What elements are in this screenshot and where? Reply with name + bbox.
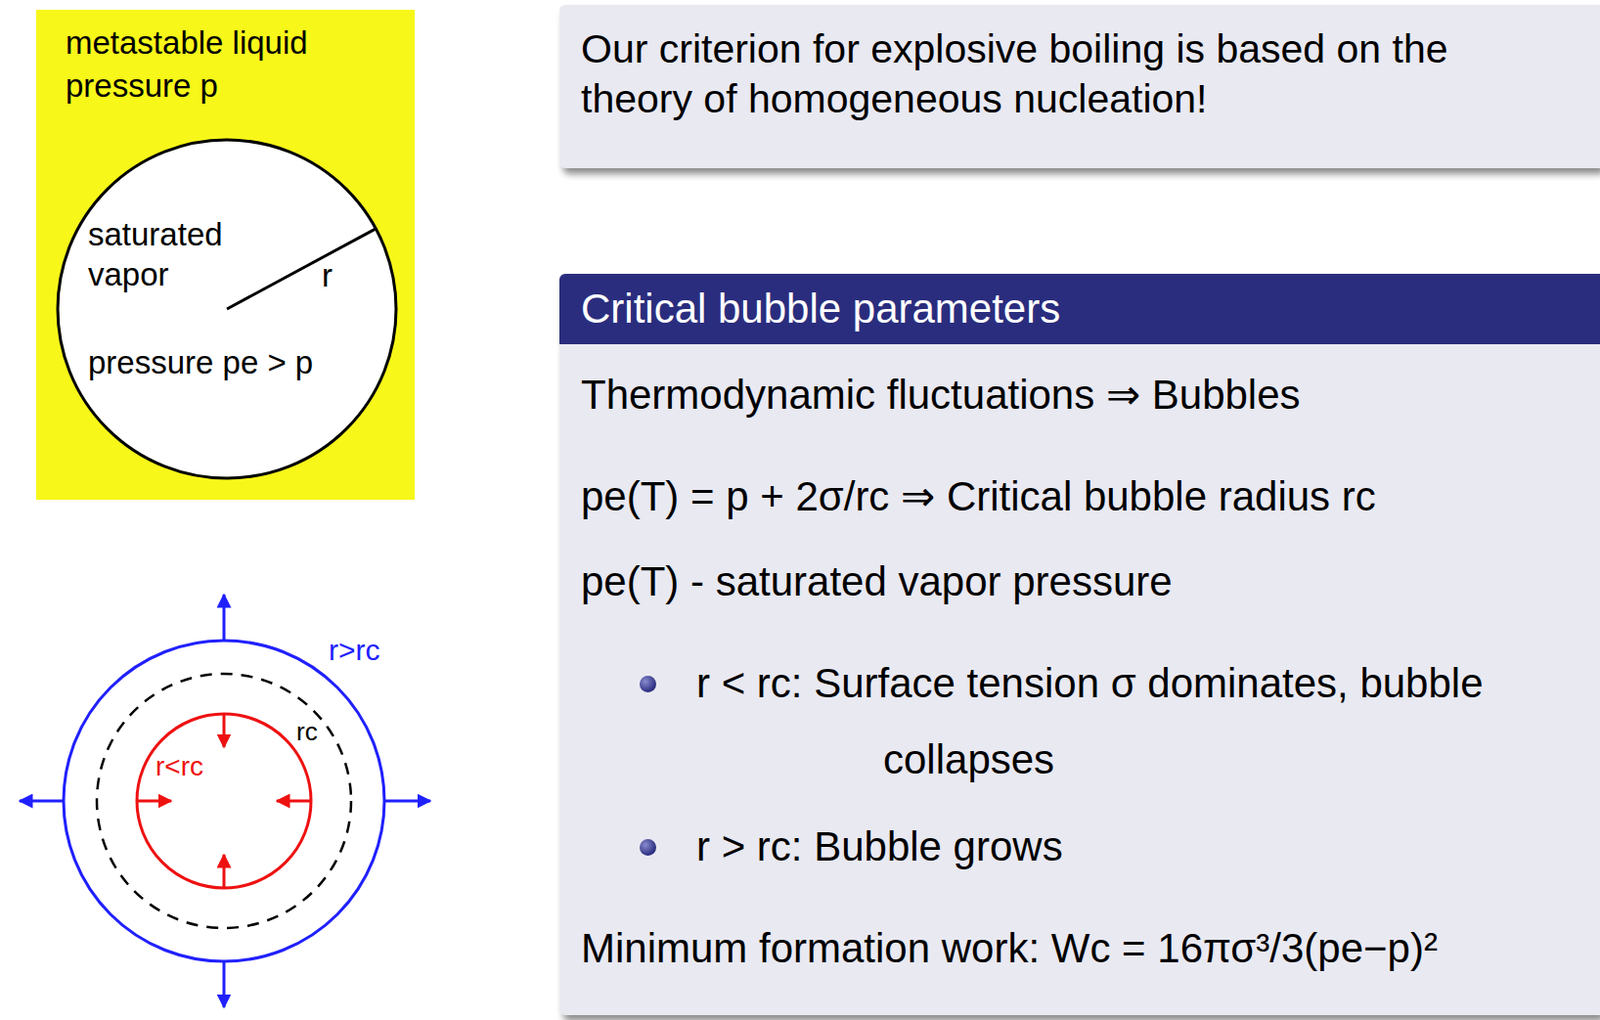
bubble-label: saturated vapor bbox=[88, 214, 255, 296]
equation-line: pe(T) = p + 2σ/rc ⇒ Critical bubble radi… bbox=[580, 471, 1579, 523]
growing-bubble bbox=[63, 640, 385, 962]
critical-radius-circle bbox=[96, 673, 352, 929]
collapse-arrow bbox=[136, 800, 172, 803]
bubble-outline bbox=[55, 137, 399, 481]
theorem-block: Critical bubble parametersThermodynamic … bbox=[559, 273, 1600, 1016]
radius-label: r<rc bbox=[154, 753, 205, 781]
body-line: Thermodynamic fluctuations ⇒ Bubbles bbox=[580, 369, 1301, 421]
vapor-bubble: saturated vapor r pressure pe > p bbox=[55, 137, 399, 481]
critical-radius-label: rc bbox=[295, 718, 319, 745]
bullet-item: r < rc: Surface tension σ dominates, bub… bbox=[696, 645, 1490, 799]
collapse-arrow bbox=[222, 854, 226, 889]
equation-line: Minimum formation work: Wc = 16πσ³/3(pe−… bbox=[580, 923, 1579, 975]
radius-label: r>rc bbox=[327, 635, 382, 666]
pressure-label: pressure pe > p bbox=[88, 343, 313, 383]
statement-panel: Our criterion for explosive boiling is b… bbox=[559, 4, 1600, 169]
block-header: Critical bubble parameters bbox=[559, 273, 1600, 345]
growth-arrow bbox=[19, 800, 64, 803]
growth-arrow bbox=[222, 961, 226, 1008]
radius-line bbox=[226, 228, 376, 310]
radius-label: r bbox=[321, 259, 333, 292]
region-label: metastable liquid pressure p bbox=[65, 21, 399, 107]
body-line: pe(T) - saturated vapor pressure bbox=[580, 556, 1173, 608]
growth-arrow bbox=[384, 800, 431, 803]
bullet-item: r > rc: Bubble grows bbox=[696, 821, 1064, 873]
growth-arrow bbox=[222, 594, 226, 641]
collapse-arrow bbox=[276, 800, 312, 803]
bullet bbox=[639, 675, 657, 693]
collapse-arrow bbox=[222, 713, 226, 748]
bubble-circle bbox=[57, 139, 397, 479]
statement-text: Our criterion for explosive boiling is b… bbox=[580, 24, 1501, 126]
collapsing-bubble bbox=[136, 713, 312, 889]
liquid-region: metastable liquid pressure p saturated va… bbox=[36, 9, 415, 500]
bullet bbox=[639, 839, 657, 856]
